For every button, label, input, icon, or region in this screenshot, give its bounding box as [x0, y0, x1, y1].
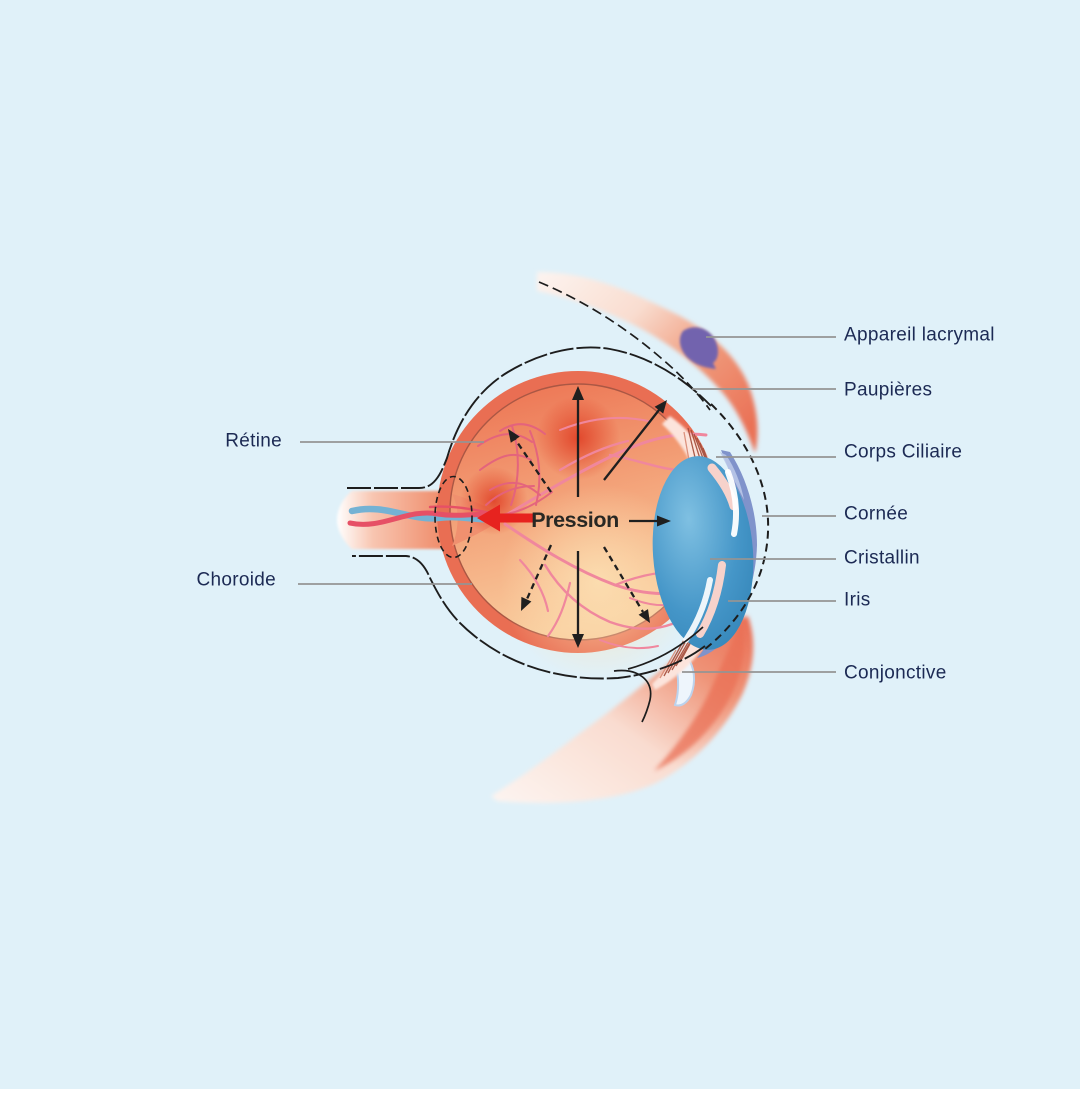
anterior-segment [652, 416, 757, 690]
label-paupieres: Paupières [844, 380, 932, 401]
pressure-red-arrow [477, 504, 533, 532]
label-appareil-lacrymal: Appareil lacrymal [844, 325, 995, 346]
anatomy-labels: Appareil lacrymal Paupières Corps Ciliai… [196, 325, 994, 684]
pressure-arrows: Pression [477, 386, 671, 648]
pression-label: Pression [531, 508, 619, 532]
retinal-artery-red [347, 510, 500, 527]
bottom-margin [0, 1089, 1080, 1098]
label-conjonctive: Conjonctive [844, 663, 947, 684]
retinal-vein-blue [348, 505, 499, 523]
label-retine: Rétine [225, 431, 282, 452]
label-cristallin: Cristallin [844, 548, 920, 569]
label-choroide: Choroide [196, 570, 276, 591]
label-corps-ciliaire: Corps Ciliaire [844, 442, 962, 463]
cornea-outline [704, 403, 770, 650]
label-cornee: Cornée [844, 504, 908, 525]
label-iris: Iris [844, 590, 871, 611]
leader-lines [298, 336, 836, 673]
eye-outline [347, 281, 770, 723]
optic-nerve-head-ellipse [434, 475, 473, 559]
